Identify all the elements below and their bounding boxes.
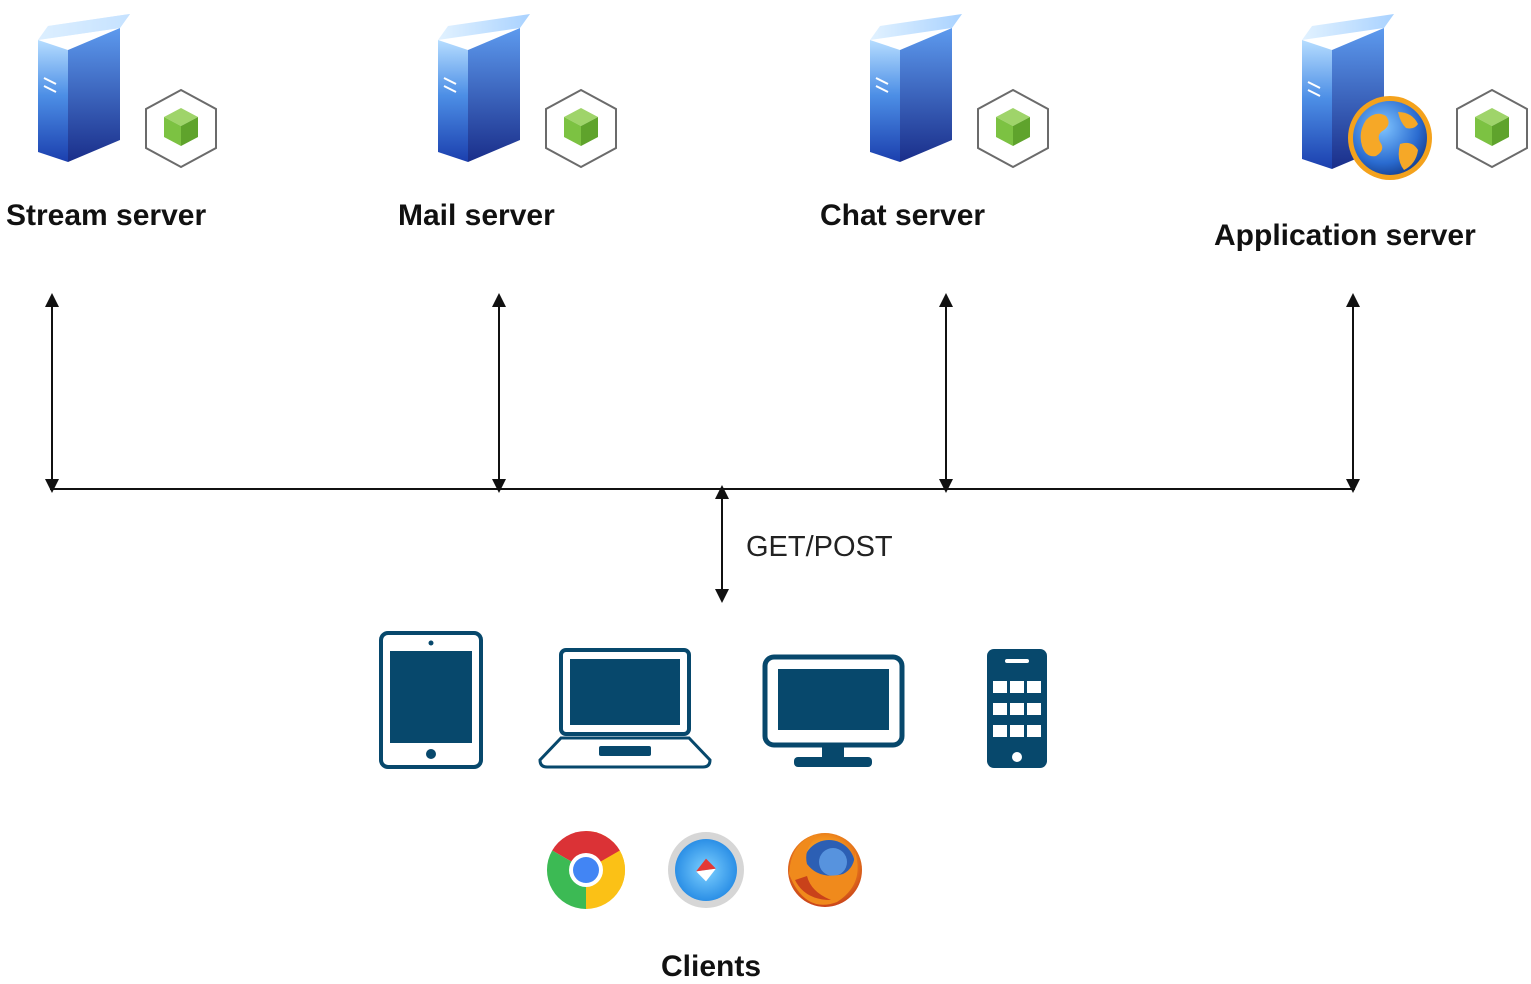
client-browsers [546,830,862,909]
client-devices [379,631,1047,769]
web-server-globe-icon [1302,14,1432,180]
connectors: GET/POST [45,293,1360,603]
application-server: Application server [1214,14,1528,252]
server-icon [870,14,962,162]
stream-server: Stream server [6,14,217,232]
node-cube-icon [145,88,217,169]
clients-label: Clients [661,950,761,983]
chat-server: Chat server [820,14,1049,232]
node-cube-icon [545,88,617,169]
server-icon [38,14,130,162]
node-cube-icon [977,88,1049,169]
mobile-phone-icon [987,649,1047,768]
globe-icon [1348,96,1432,180]
server-icon [438,14,530,162]
chrome-icon [546,830,626,909]
server-label: Mail server [398,199,555,232]
connection-label: GET/POST [746,531,893,563]
server-label: Stream server [6,199,206,232]
mail-server: Mail server [398,14,617,232]
laptop-icon [538,648,712,769]
firefox-icon [788,833,862,907]
desktop-monitor-icon [762,654,905,767]
server-label: Chat server [820,199,985,232]
node-cube-icon [1456,88,1528,169]
safari-icon [668,832,744,908]
server-label: Application server [1214,219,1476,252]
tablet-icon [379,631,483,769]
